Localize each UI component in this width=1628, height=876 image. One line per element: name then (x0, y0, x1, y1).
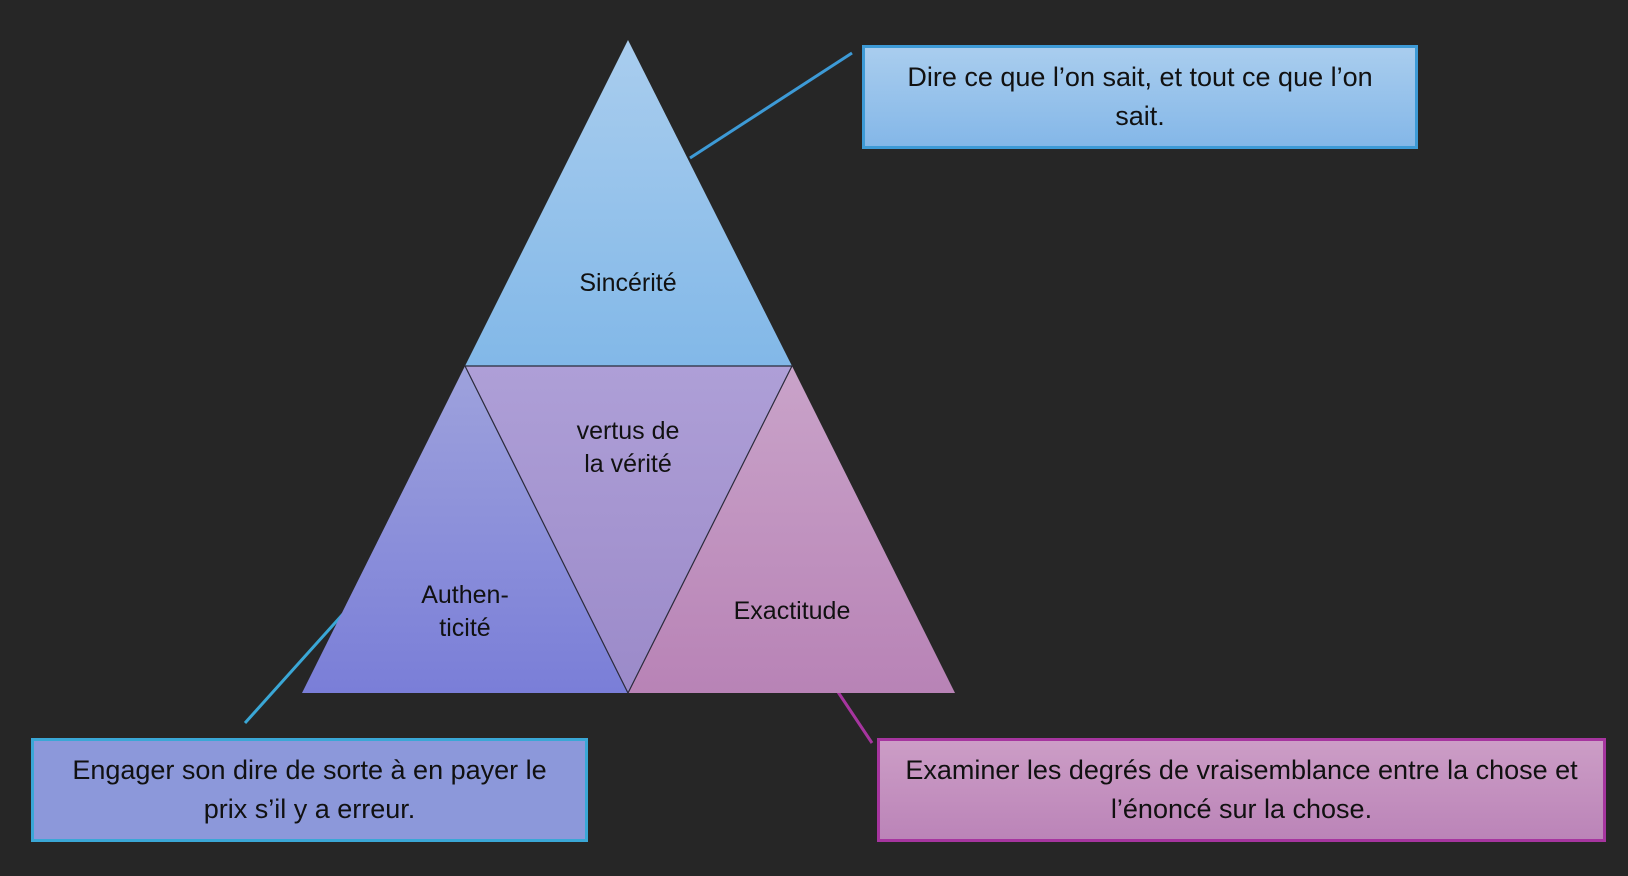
triangle-center (464, 365, 793, 695)
label-authenticite-line1: Authen- (421, 581, 509, 609)
triangle-sincerite (465, 40, 792, 366)
label-center-line2: la vérité (584, 450, 672, 478)
label-sincerite: Sincérité (579, 269, 676, 297)
triangle-exactitude (628, 366, 955, 693)
label-authenticite-line2: ticité (439, 614, 490, 642)
callout-exactitude: Examiner les degrés de vraisemblance ent… (877, 738, 1606, 842)
callout-sincerite-text: Dire ce que l’on sait, et tout ce que l’… (907, 62, 1373, 131)
callout-sincerite: Dire ce que l’on sait, et tout ce que l’… (862, 45, 1418, 149)
label-exactitude: Exactitude (734, 597, 851, 625)
connector-sincerite (689, 51, 853, 160)
callout-exactitude-text: Examiner les degrés de vraisemblance ent… (905, 755, 1578, 824)
triangle-authenticite (302, 366, 628, 693)
label-center-line1: vertus de (577, 417, 680, 445)
connector-authenticite (243, 612, 345, 725)
connector-exactitude (836, 691, 874, 744)
callout-authenticite: Engager son dire de sorte à en payer le … (31, 738, 588, 842)
callout-authenticite-text: Engager son dire de sorte à en payer le … (72, 755, 547, 824)
